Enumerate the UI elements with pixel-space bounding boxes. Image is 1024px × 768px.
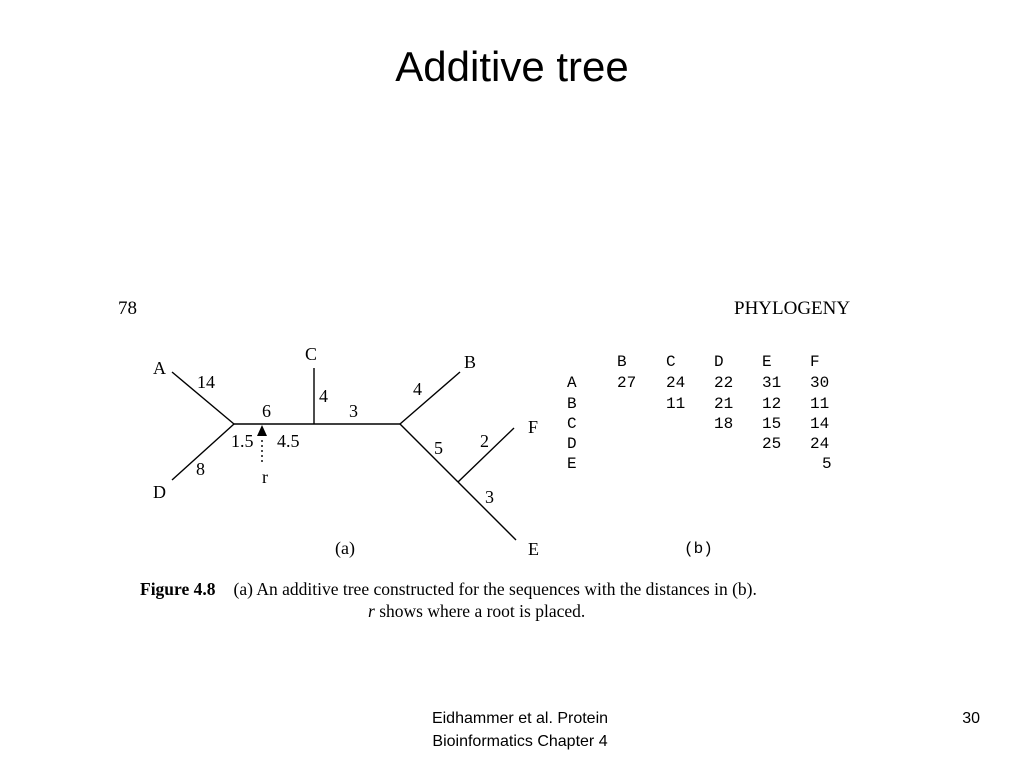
slide-title: Additive tree [395,43,629,90]
edge-d [171,423,235,481]
edge-right-internal [399,423,459,483]
caption-line-1: (a) An additive tree constructed for the… [233,579,757,599]
branch-length-middle-internal: 3 [349,401,358,421]
figure-caption: Figure 4.8 (a) An additive tree construct… [140,578,900,622]
matrix-cell: 31 [762,374,781,392]
footer-reference: Eidhammer et al. Protein Bioinformatics … [380,707,660,753]
matrix-cell: 18 [714,415,733,433]
branch-length-e: 3 [485,487,494,507]
branch-length-root-right: 4.5 [277,431,300,451]
panel-label-a: (a) [335,538,355,559]
branch-length-left-internal: 6 [262,401,271,421]
matrix-cell: 30 [810,374,829,392]
matrix-cell: 27 [617,374,636,392]
matrix-col-header: B [617,353,627,371]
book-page-number: 78 [118,298,137,319]
leaf-label-d: D [153,482,166,502]
edge-b [399,371,461,425]
matrix-col-header: D [714,353,724,371]
slide-number: 30 [962,710,980,727]
root-label: r [262,467,268,487]
matrix-cell: 25 [762,435,781,453]
edge-f [457,427,515,483]
leaf-label-b: B [464,352,476,372]
matrix-row-label: E [567,455,577,473]
branch-length-right-internal: 5 [434,438,443,458]
leaf-label-a: A [153,358,166,378]
branch-length-root-left: 1.5 [231,431,254,451]
footer-line-2: Bioinformatics Chapter 4 [432,733,608,750]
branch-length-b: 4 [413,379,422,399]
matrix-row-label: D [567,435,577,453]
caption-line-2-text: shows where a root is placed. [374,601,586,621]
matrix-col-header: E [762,353,772,371]
caption-root-variable: r [368,601,375,621]
matrix-col-header: F [810,353,820,371]
branch-length-a: 14 [197,372,215,392]
matrix-cell: 12 [762,395,781,413]
matrix-col-header: C [666,353,676,371]
matrix-cell: 24 [810,435,829,453]
edge-a [171,371,235,425]
leaf-label-f: F [528,417,538,437]
matrix-row-label: C [567,415,577,433]
matrix-cell: 21 [714,395,733,413]
matrix-cell: 15 [762,415,781,433]
branch-length-f: 2 [480,431,489,451]
root-arrow-head [257,425,267,436]
leaf-label-c: C [305,344,317,364]
edge-e [457,481,517,541]
matrix-cell: 11 [810,395,829,413]
figure-label: Figure 4.8 [140,579,216,599]
panel-label-b: (b) [684,540,713,558]
matrix-cell: 22 [714,374,733,392]
matrix-cell: 14 [810,415,829,433]
matrix-cell: 24 [666,374,685,392]
running-head: PHYLOGENY [734,298,851,319]
branch-length-c: 4 [319,386,328,406]
footer-line-1: Eidhammer et al. Protein [431,710,609,727]
branch-length-d: 8 [196,459,205,479]
matrix-cell: 5 [822,455,832,473]
matrix-row-label: B [567,395,577,413]
matrix-cell: 11 [666,395,685,413]
distance-matrix: B C D E F A 27 24 22 31 30 B 11 21 12 11… [567,353,832,473]
leaf-label-e: E [528,539,539,559]
matrix-row-label: A [567,374,577,392]
caption-line-2: r shows where a root is placed. [368,600,900,622]
